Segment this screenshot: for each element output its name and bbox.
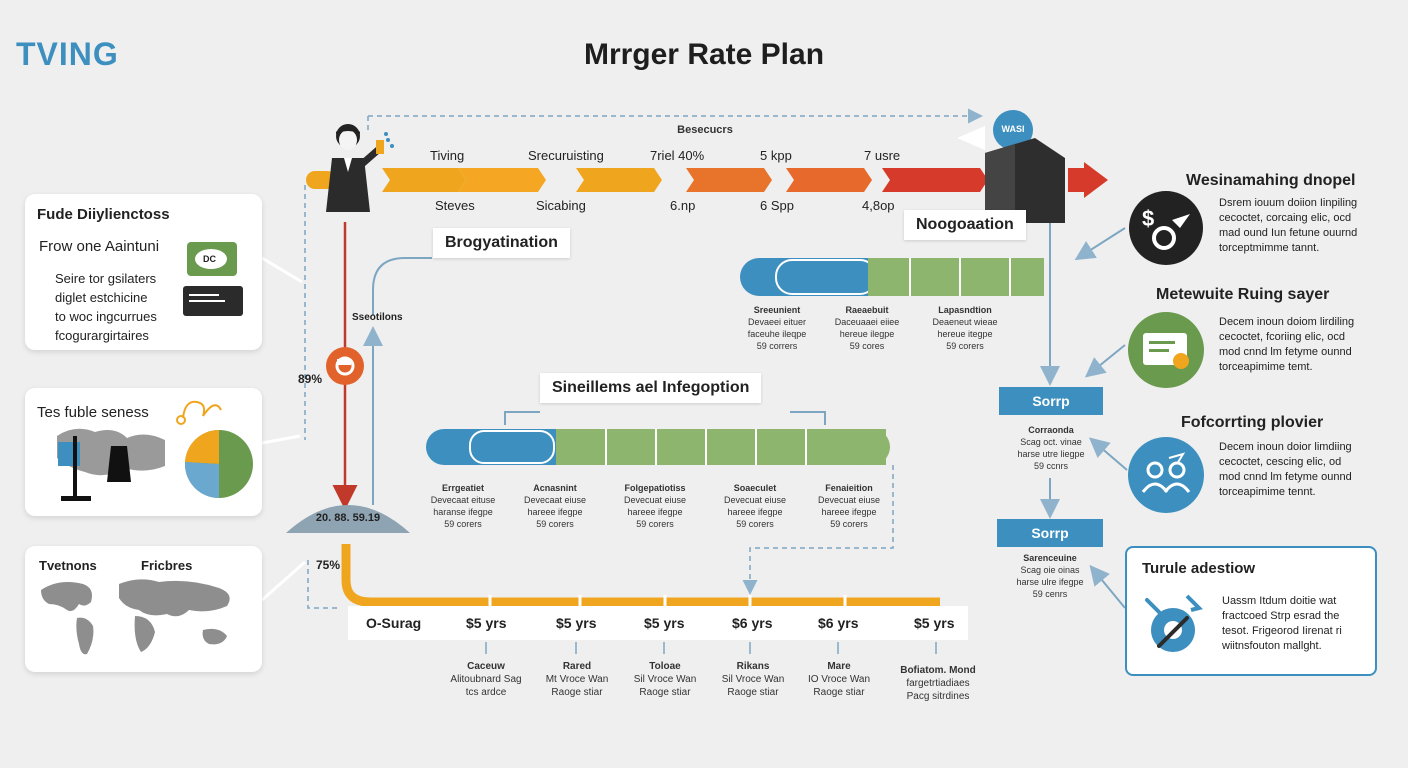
- price-2: $5 yrs: [556, 615, 597, 631]
- lower-item-2: Acnasnint Devecaat eiuse hareee ifegpe 5…: [523, 483, 587, 529]
- card-1-lines: Seire tor gsilaters diglet estchicine to…: [55, 271, 157, 343]
- top-label-1: Tiving: [430, 148, 465, 163]
- right-sub-2: Sarenceuine Scag oie oinas harse ulre if…: [1016, 553, 1084, 599]
- world-pie-icon: [57, 400, 253, 501]
- house-icon: [957, 110, 1065, 223]
- card-3-title-1: Tvetnons: [39, 558, 97, 573]
- right-section-2-desc: Decem inoun doiom lirdiling cecoctet, fc…: [1219, 316, 1355, 373]
- world-map-icon: [41, 579, 230, 655]
- box-brogyatination: Brogyatination: [433, 228, 570, 258]
- box-sineillems: Sineillems ael Infegoption: [540, 373, 762, 403]
- bottom-timeline-bar: [341, 544, 940, 608]
- presenter-figure-icon: [326, 124, 394, 212]
- top-label-2: Srecuruisting: [528, 148, 604, 163]
- price-3: $5 yrs: [644, 615, 685, 631]
- top-label-3: 7riel 40%: [650, 148, 705, 163]
- page-title: Mrrger Rate Plan: [583, 38, 825, 71]
- upper-item-1: Sreeunient Devaeei eituer faceuhe ileqpe…: [747, 305, 807, 351]
- card-3-title-2: Fricbres: [141, 558, 193, 573]
- chat-screen-icon: [183, 242, 243, 316]
- house-badge: WASI: [1001, 124, 1025, 134]
- bottom-label-5: 4,8op: [862, 198, 895, 213]
- right-section-1-title: Wesinamahing dnopel: [1186, 172, 1356, 189]
- percent-75: 75%: [316, 558, 341, 572]
- lower-item-4: Soaeculet Devecuat eiuse hareee ifegpe 5…: [723, 483, 787, 529]
- price-4: $6 yrs: [732, 615, 773, 631]
- price-5: $6 yrs: [818, 615, 859, 631]
- right-section-2-title: Metewuite Ruing sayer: [1156, 286, 1330, 303]
- left-card-1: Fude Diiylienctoss Frow one Aaintuni Sei…: [25, 194, 262, 350]
- left-card-3: Tvetnons Fricbres: [25, 546, 262, 672]
- certificate-icon: [1128, 312, 1204, 388]
- bottom-col-2: Rared Mt Vroce Wan Raoge stiar: [545, 661, 609, 698]
- bottom-col-3: Toloae Sil Vroce Wan Raoge stiar: [633, 661, 697, 698]
- dome-label: 20. 88. 59.19: [315, 512, 381, 524]
- bottom-price-row: O-Surag $5 yrs $5 yrs $5 yrs $6 yrs $6 y…: [348, 606, 968, 640]
- upper-item-3: Lapasndtion Deaeneut wieae hereue itegpe…: [932, 305, 998, 351]
- callout-desc: Uassm Itdum doitie wat fractcoed Strp es…: [1222, 595, 1342, 652]
- brand-logo: TVING: [16, 36, 119, 72]
- svg-text:$: $: [1142, 206, 1154, 231]
- top-label-5: 7 usre: [864, 148, 901, 163]
- gear-wrench-icon: [1145, 594, 1203, 652]
- bottom-col-4: Rikans Sil Vroce Wan Raoge stiar: [721, 661, 785, 698]
- right-section-3-title: Fofcorrting plovier: [1181, 414, 1324, 431]
- dome-shape: [286, 505, 410, 533]
- card-1-subtitle: Frow one Aaintuni: [39, 238, 160, 255]
- lower-bar: [426, 429, 890, 465]
- bottom-tick-layer: [485, 642, 937, 654]
- left-card-2: Tes fuble seness: [25, 388, 262, 516]
- lower-item-1: Errgeatiet Devecaat eituse haranse ifegp…: [430, 483, 496, 529]
- top-progress-arrow: [306, 162, 1108, 198]
- bottom-col-5: Mare IO Vroce Wan Raoge stiar: [807, 661, 871, 698]
- gear-circle-icon: [326, 347, 364, 385]
- right-section-3-desc: Decem inoun doior limdiing cecoctet, ces…: [1219, 441, 1352, 498]
- blue-box-2: Sorrp: [997, 519, 1103, 547]
- people-icon: [1128, 437, 1204, 513]
- vertical-label: Sseotilons: [352, 312, 403, 323]
- dollar-gear-icon: $: [1129, 191, 1203, 265]
- callout-title: Turule adestiow: [1142, 560, 1256, 577]
- top-flow-header: Besecucrs: [677, 124, 733, 136]
- lower-item-3: Folgepatiotiss Devecuat eiuse hareee ife…: [623, 483, 687, 529]
- bottom-label-4: 6 Spp: [760, 198, 794, 213]
- blue-box-1: Sorrp: [999, 387, 1103, 415]
- callout-box: Turule adestiow Uassm Itdum doitie wat f…: [1125, 546, 1377, 676]
- box-noogoaation: Noogoaation: [904, 210, 1026, 240]
- bottom-col-1: Caceuw Alitoubnard Sag tcs ardce: [450, 661, 522, 698]
- right-sub-1: Corraonda Scag oct. vinae harse utre lie…: [1017, 425, 1085, 471]
- card-1-title: Fude Diiylienctoss: [37, 206, 170, 223]
- price-1: $5 yrs: [466, 615, 507, 631]
- bottom-label-3: 6.np: [670, 198, 696, 213]
- price-6: $5 yrs: [914, 615, 955, 631]
- card-2-title: Tes fuble seness: [37, 404, 149, 421]
- lower-item-5: Fenaieition Devecuat eiuse hareee ifegpe…: [817, 483, 881, 529]
- bottom-label-2: Sicabing: [536, 198, 586, 213]
- upper-item-2: Raeaebuit Daceuaaei eiiee hereue ilegpe …: [834, 305, 900, 351]
- row-label: O-Surag: [366, 615, 422, 631]
- top-label-4: 5 kpp: [760, 148, 792, 163]
- bottom-label-1: Steves: [435, 198, 475, 213]
- percent-89: 89%: [298, 372, 323, 386]
- chat-screen-text: DC: [203, 254, 216, 264]
- upper-bar: [740, 258, 1044, 296]
- bottom-col-6: Bofiatom. Mond fargetrtiadiaes Pacg sitr…: [900, 665, 976, 702]
- right-section-1-desc: Dsrem iouum doiion Iinpiling cecoctet, c…: [1219, 197, 1358, 254]
